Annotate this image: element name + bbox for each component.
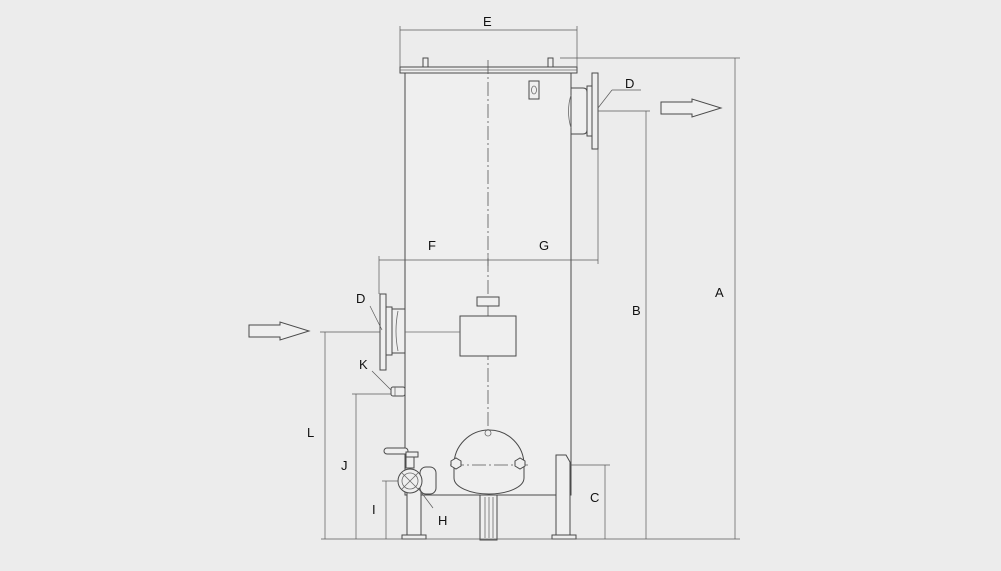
support-legs bbox=[401, 454, 577, 540]
label-l: L bbox=[307, 425, 314, 440]
label-a: A bbox=[715, 285, 724, 300]
label-k: K bbox=[359, 357, 368, 372]
vent-nipple bbox=[390, 386, 406, 397]
label-d-inlet: D bbox=[356, 291, 365, 306]
label-j: J bbox=[341, 458, 348, 473]
vessel-body bbox=[399, 57, 578, 496]
drain-valve bbox=[383, 447, 437, 495]
label-c: C bbox=[590, 490, 599, 505]
outlet-flow-arrow bbox=[660, 98, 723, 118]
label-d-outlet: D bbox=[625, 76, 634, 91]
dimension-lines bbox=[320, 26, 740, 540]
label-f: F bbox=[428, 238, 436, 253]
inlet-flow-arrow bbox=[248, 321, 311, 341]
label-i: I bbox=[372, 502, 376, 517]
label-e: E bbox=[483, 14, 492, 29]
dimension-labels: E D A B F G D K L J I H C bbox=[307, 14, 724, 528]
bottom-sump bbox=[450, 429, 528, 541]
outlet-nozzle bbox=[568, 72, 599, 150]
label-g: G bbox=[539, 238, 549, 253]
label-h: H bbox=[438, 513, 447, 528]
inlet-nozzle bbox=[379, 293, 460, 371]
label-b: B bbox=[632, 303, 641, 318]
